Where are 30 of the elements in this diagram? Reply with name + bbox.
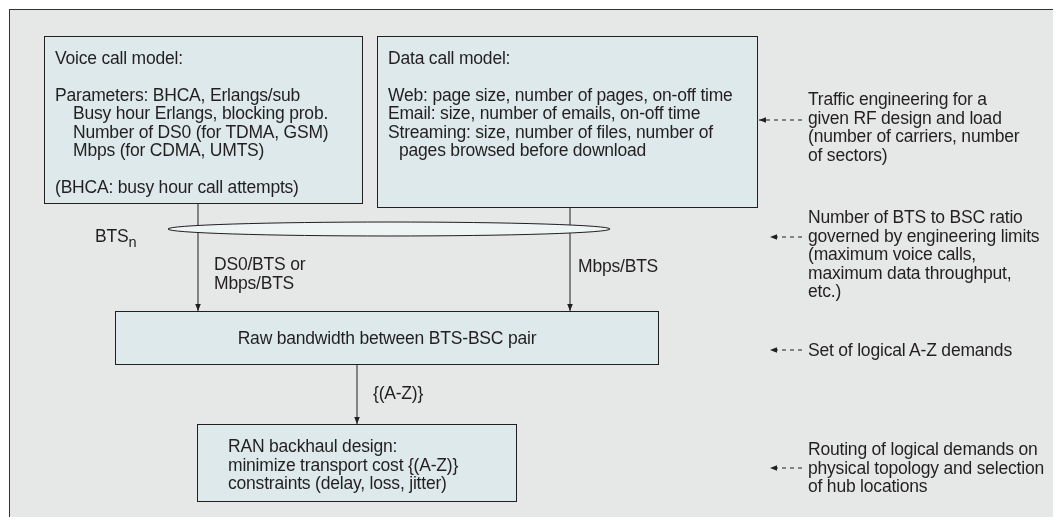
process-box xyxy=(197,424,517,502)
body-text: minimize transport cost {(A-Z)} xyxy=(228,455,460,474)
heading-text: Voice call model: xyxy=(55,49,184,68)
heading-text: Data call model: xyxy=(388,49,512,68)
arrow xyxy=(195,203,201,312)
annotation-text: Routing of logical demands on physical topology and selection of hub locations xyxy=(808,440,1048,496)
process-box xyxy=(115,311,659,365)
annotation-text: Set of logical A-Z demands xyxy=(808,341,1048,360)
body-text: Web: page size, number of pages, on-off time xyxy=(388,85,734,104)
annotation-text: Number of BTS to BSC ratio governed by engineering limits (maximum voice calls, maximum data throughput, etc.) xyxy=(808,208,1048,319)
dashed-arrow xyxy=(758,117,803,123)
arrow xyxy=(354,364,360,425)
dashed-arrow xyxy=(769,465,803,471)
body-text: Email: size, number of emails, on-off time xyxy=(388,104,702,123)
heading-text: RAN backhaul design: xyxy=(228,437,399,456)
dashed-arrow xyxy=(769,347,803,353)
body-text: Raw bandwidth between BTS-BSC pair xyxy=(236,329,538,348)
arrow xyxy=(567,207,573,312)
body-text: Parameters: BHCA, Erlangs/sub xyxy=(55,85,302,104)
body-text: (BHCA: busy hour call attempts) xyxy=(55,177,300,196)
body-text: Busy hour Erlangs, blocking prob. xyxy=(72,104,330,123)
dashed-arrow xyxy=(769,234,803,240)
annotation-text: Traffic engineering for a given RF design and load (number of carriers, number of sectors) xyxy=(808,90,1023,164)
process-box xyxy=(44,36,363,204)
body-text: constraints (delay, loss, jitter) xyxy=(228,474,447,493)
body-text: Mbps (for CDMA, UMTS) xyxy=(72,141,265,160)
node-caption: BTS$_{n}$ xyxy=(95,227,137,251)
process-box xyxy=(377,36,758,208)
body-text: Number of DS0 (for TDMA, GSM) xyxy=(72,122,330,141)
body-text: Streaming: size, number of files, number of pages browsed before download xyxy=(388,122,715,160)
